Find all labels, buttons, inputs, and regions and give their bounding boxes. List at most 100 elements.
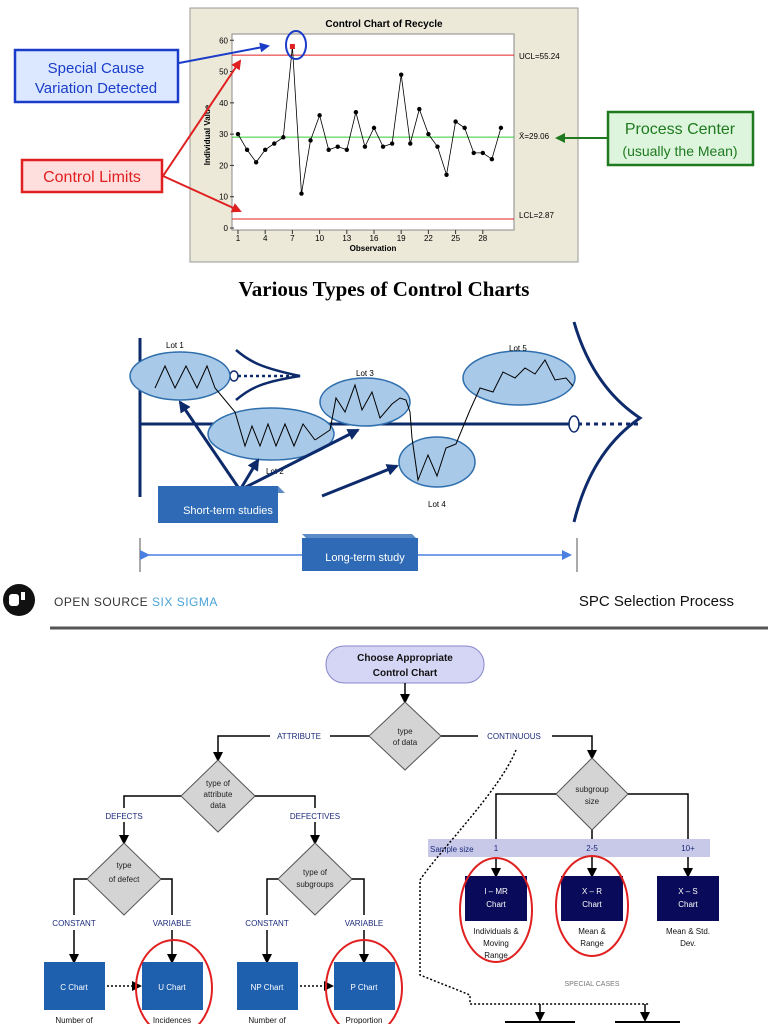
data-point — [308, 138, 313, 143]
constant-label-1: CONSTANT — [52, 919, 96, 928]
type-of-data-1: type — [397, 727, 413, 736]
y-tick-label: 20 — [219, 161, 228, 170]
data-point — [380, 144, 386, 149]
data-point — [335, 144, 340, 149]
callout-limits-text: Control Limits — [43, 169, 141, 186]
data-point — [317, 113, 322, 118]
callout-limits-arrow-up — [162, 59, 242, 177]
data-point — [263, 147, 268, 152]
type-of-data-2: of data — [393, 738, 418, 747]
xs-2: Chart — [678, 900, 698, 909]
special-cause-circle — [285, 30, 307, 60]
ss-2: 2-5 — [586, 844, 598, 853]
data-point — [426, 131, 431, 137]
data-point-special — [289, 44, 295, 50]
data-point — [235, 131, 241, 137]
xs-desc-2: Dev. — [680, 939, 696, 948]
lot5-ellipse — [462, 350, 576, 406]
defectives-line-1 — [255, 795, 316, 808]
callout-special-cause: Special Cause Variation Detected — [13, 42, 270, 104]
short-term-arrow-lot3 — [239, 428, 360, 492]
xr-2: Chart — [582, 900, 602, 909]
callout-center-box — [606, 110, 755, 167]
defectives-label: DEFECTIVES — [290, 812, 340, 821]
data-point — [453, 119, 458, 124]
p-chart-label: P Chart — [351, 983, 379, 992]
attr-data-3: data — [210, 801, 226, 810]
np-chart-label: NP Chart — [251, 983, 285, 992]
callout-limits-arrow-down — [162, 175, 242, 213]
c-desc: Number of — [55, 1016, 93, 1024]
chart-title: Control Chart of Recycle — [325, 19, 443, 30]
axis-end-marker — [568, 415, 580, 433]
variable-label-2: VARIABLE — [345, 919, 384, 928]
data-point — [462, 125, 467, 131]
data-point — [272, 141, 277, 146]
u-chart-label: U Chart — [158, 983, 186, 992]
attr-data-diamond — [180, 759, 256, 833]
subgroup-size-diamond — [555, 757, 629, 831]
x-tick-label: 13 — [342, 234, 351, 243]
attr-data-2: attribute — [204, 790, 233, 799]
y-axis-label: Individual Value — [203, 104, 212, 165]
data-series — [235, 44, 504, 196]
data-point — [326, 147, 331, 152]
lot2-ellipse — [207, 407, 335, 461]
y-tick-label: 50 — [219, 68, 228, 77]
x-tick-label: 28 — [478, 234, 487, 243]
imr-2: Chart — [486, 900, 506, 909]
y-tick-label: 0 — [224, 224, 229, 233]
imr-highlight — [459, 857, 533, 963]
long-term-arrowhead-left — [142, 552, 148, 558]
lot-trace-3-5 — [314, 359, 574, 482]
xs-desc-1: Mean & Std. — [666, 927, 710, 936]
lot1-label: Lot 1 — [166, 341, 184, 350]
ss-3: 10+ — [681, 844, 695, 853]
constant1-line-1 — [73, 878, 87, 915]
imr-desc-3: Range — [484, 951, 508, 960]
start-line2: Control Chart — [373, 668, 438, 679]
type-subgroups-2: subgroups — [296, 880, 333, 889]
data-point — [408, 141, 413, 146]
type-of-defect-diamond — [86, 842, 162, 916]
data-point — [281, 135, 286, 140]
p-desc: Proportion — [346, 1016, 383, 1024]
subgroup-2: size — [585, 797, 600, 806]
ss3-line — [628, 793, 693, 878]
xr-desc-1: Mean & — [578, 927, 606, 936]
data-point — [489, 156, 495, 162]
data-point — [344, 147, 349, 152]
variable-label-1: VARIABLE — [153, 919, 192, 928]
xr-1: X – R — [582, 887, 602, 896]
xs-chart-box — [657, 876, 719, 921]
type-of-subgroups-diamond — [277, 842, 353, 916]
special-cases-dotted-path — [419, 749, 650, 1005]
data-point — [498, 125, 504, 131]
lot3-ellipse — [319, 377, 411, 427]
imr-chart-box — [465, 876, 527, 921]
special-cases-label: SPECIAL CASES — [565, 981, 620, 988]
constant2-line-1 — [266, 878, 278, 915]
spc-flowchart: Choose Appropriate Control Chart type of… — [44, 645, 719, 1024]
np-chart-box — [237, 962, 298, 1010]
plot-area — [231, 33, 515, 231]
type-defect-1: type — [116, 861, 132, 870]
lot1-ellipse — [129, 351, 231, 401]
data-point — [480, 150, 485, 156]
imr-desc-2: Moving — [483, 939, 509, 948]
data-point — [417, 106, 422, 112]
x-tick-label: 10 — [315, 234, 324, 243]
attribute-label: ATTRIBUTE — [277, 732, 321, 741]
center-label: X̄=29.06 — [519, 132, 550, 141]
x-tick-label: 22 — [424, 234, 433, 243]
p-chart-highlight — [325, 939, 403, 1024]
ucl-label: UCL=55.24 — [519, 52, 560, 61]
callout-special-box — [13, 48, 180, 104]
xr-chart-box — [561, 876, 623, 921]
c-chart-label: C Chart — [60, 983, 88, 992]
np-desc: Number of — [248, 1016, 286, 1024]
